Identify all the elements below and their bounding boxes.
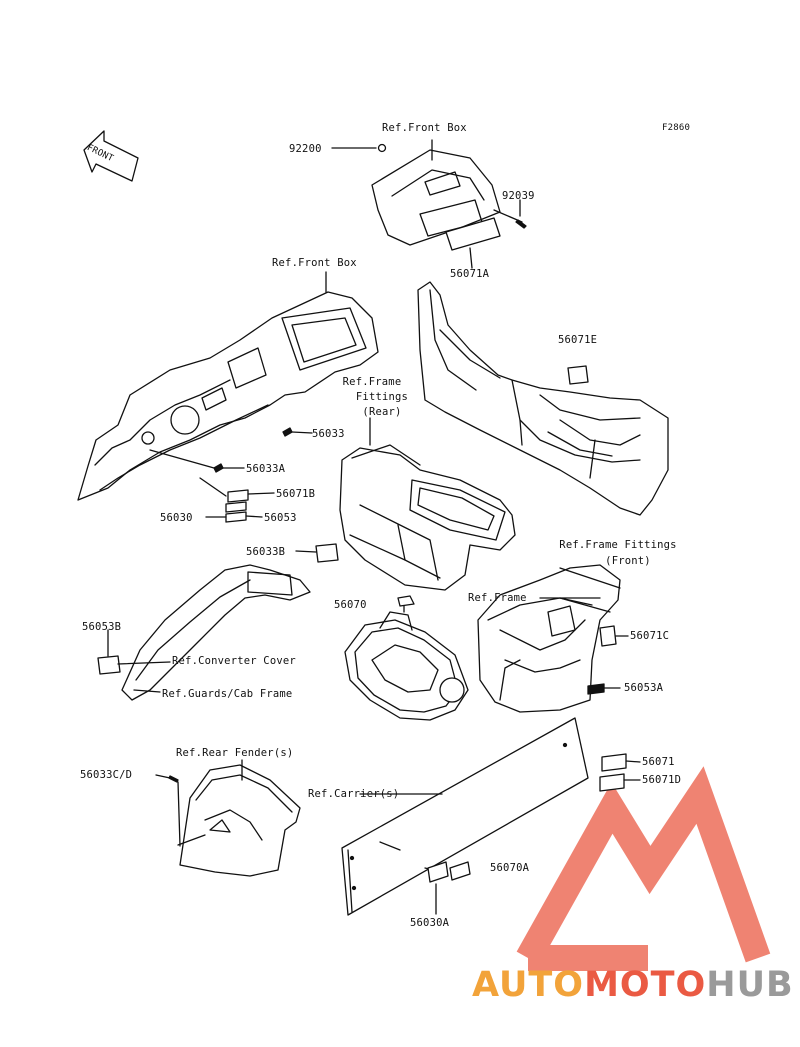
decal-56071A — [445, 217, 501, 269]
decals-56071B-56053 — [199, 477, 275, 523]
part-92200: 92200 — [289, 143, 322, 155]
part-56033A: 56033A — [246, 463, 286, 475]
ref-rear-fenders: Ref.Rear Fender(s) — [176, 747, 294, 759]
screw-56033A — [149, 449, 245, 473]
part-56033: 56033 — [312, 428, 345, 440]
ref-front-box-mid: Ref.Front Box — [272, 257, 357, 269]
part-56033B: 56033B — [246, 546, 286, 558]
part-56053A: 56053A — [624, 682, 664, 694]
frame-fittings-rear — [339, 417, 516, 591]
decal-56033B — [295, 543, 339, 563]
converter-cover — [344, 595, 469, 721]
watermark-wordmark: AUTOMOTOHUB — [472, 965, 794, 1005]
cab-frame-guard — [121, 564, 311, 701]
part-56071C: 56071C — [630, 630, 670, 642]
decal-56053B — [97, 629, 171, 675]
ref-converter-cover: Ref.Converter Cover — [172, 655, 296, 667]
frame-front — [477, 564, 621, 713]
part-56071A: 56071A — [450, 268, 490, 280]
part-56033CD: 56033C/D — [80, 769, 133, 781]
ref-frame-fittings-rear-2: Fittings — [355, 391, 409, 403]
decal-56053A — [587, 683, 621, 695]
part-56071D: 56071D — [642, 774, 682, 786]
part-56070: 56070 — [334, 599, 367, 611]
part-56030A: 56030A — [410, 917, 450, 929]
ref-frame: Ref.Frame — [468, 592, 527, 604]
part-92039: 92039 — [502, 190, 535, 202]
ref-frame-fittings-rear-1: Ref.Frame — [342, 376, 402, 388]
part-56071: 56071 — [642, 756, 675, 768]
ref-frame-fittings-rear-3: (Rear) — [362, 406, 402, 418]
watermark-moto: MOTO — [584, 965, 707, 1005]
dash-panel — [77, 271, 379, 501]
ref-frame-fittings-front-1: Ref.Frame Fittings — [559, 539, 677, 551]
ref-frame-fittings-front-2: (Front) — [605, 555, 651, 567]
watermark-triangle-icon — [516, 766, 771, 971]
ref-front-box-top: Ref.Front Box — [382, 122, 467, 134]
carrier-panel — [341, 717, 641, 916]
watermark-hub: HUB — [706, 965, 794, 1005]
ref-guards-cab-frame: Ref.Guards/Cab Frame — [162, 688, 293, 700]
ref-carriers: Ref.Carrier(s) — [308, 788, 400, 800]
part-56053: 56053 — [264, 512, 297, 524]
front-box-lid — [331, 139, 527, 246]
screw-56033 — [282, 427, 313, 437]
watermark-auto: AUTO — [472, 965, 585, 1005]
decal-56071C — [599, 625, 629, 647]
part-56053B: 56053B — [82, 621, 122, 633]
part-56071E: 56071E — [558, 334, 598, 346]
rear-fender — [155, 759, 301, 877]
part-56070A: 56070A — [490, 862, 530, 874]
part-56030: 56030 — [160, 512, 193, 524]
part-56071B: 56071B — [276, 488, 316, 500]
front-fender-panel — [417, 281, 669, 516]
front-arrow-icon — [83, 130, 139, 182]
figure-code: F2860 — [662, 123, 691, 133]
decal-56071E — [567, 365, 589, 385]
